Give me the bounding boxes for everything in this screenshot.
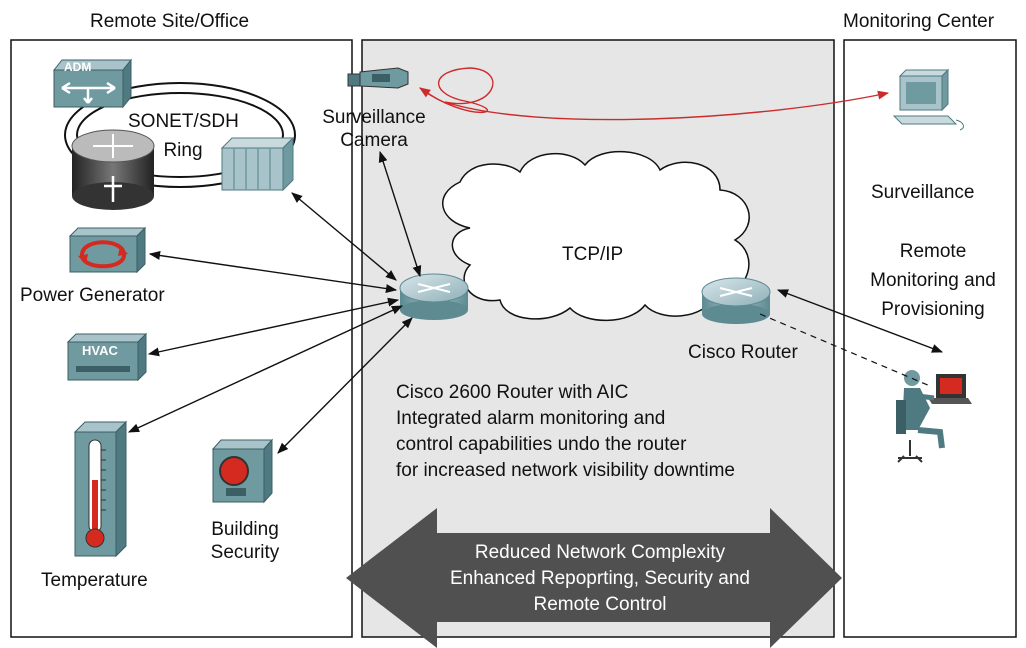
surveillance-label: Surveillance xyxy=(871,182,975,203)
operator-workstation-icon xyxy=(896,370,972,463)
description-line4: for increased network visibility downtim… xyxy=(396,460,735,481)
surveillance-monitor-icon xyxy=(892,68,964,131)
surveillance-camera-label: Surveillance Camera xyxy=(304,106,444,152)
dashed-link xyxy=(759,313,931,387)
cisco-router xyxy=(701,277,771,324)
tcpip-label: TCP/IP xyxy=(562,244,624,265)
adm-label: ADM xyxy=(64,60,92,74)
surveillance-camera-icon xyxy=(347,67,409,89)
camera-link-head xyxy=(419,87,433,98)
router-description: Cisco 2600 Router with AIC Integrated al… xyxy=(396,380,735,484)
description-line2: Integrated alarm monitoring and xyxy=(396,408,666,429)
camera-label-line2: Camera xyxy=(340,130,408,151)
security-label-line2: Security xyxy=(210,542,280,563)
alarm-links xyxy=(127,150,944,454)
ring-router-cylinder xyxy=(71,129,155,210)
cisco-router-label: Cisco Router xyxy=(688,342,798,363)
thermometer-icon xyxy=(73,420,128,558)
monitoring-center-panel xyxy=(843,39,1017,638)
power-generator-label: Power Generator xyxy=(20,285,165,306)
building-security-icon xyxy=(211,438,274,504)
remote-monitoring-line1: Remote xyxy=(899,241,967,262)
sonet-ring-inner xyxy=(76,92,284,178)
ring-label-line1: SONET/SDH xyxy=(128,111,239,132)
remote-site-title: Remote Site/Office xyxy=(90,11,250,32)
security-label-line1: Building xyxy=(211,519,279,540)
remote-monitoring-label: Remote Monitoring and Provisioning xyxy=(850,237,1016,324)
banner-line3: Remote Control xyxy=(533,594,667,615)
banner-line2: Enhanced Repoprting, Security and xyxy=(450,568,750,589)
ring-label: SONET/SDH Ring xyxy=(128,110,239,162)
power-generator-icon xyxy=(68,226,147,274)
banner-line1: Reduced Network Complexity xyxy=(474,542,726,563)
rack-device xyxy=(220,136,295,192)
ring-label-line2: Ring xyxy=(163,140,203,161)
monitoring-center-title: Monitoring Center xyxy=(843,11,995,32)
remote-monitoring-line3: Provisioning xyxy=(881,299,985,320)
cisco-2600-router xyxy=(399,273,469,320)
description-line1: Cisco 2600 Router with AIC xyxy=(396,382,629,403)
benefits-banner-text: Reduced Network Complexity Enhanced Repo… xyxy=(430,540,770,618)
description-line3: control capabilities undo the router xyxy=(396,434,687,455)
building-security-label: Building Security xyxy=(200,518,290,564)
camera-monitoring-link xyxy=(419,67,890,121)
hvac-label: HVAC xyxy=(82,343,118,358)
remote-monitoring-line2: Monitoring and xyxy=(870,270,996,291)
sonet-ring-outer xyxy=(64,82,296,188)
temperature-label: Temperature xyxy=(41,570,148,591)
benefits-double-arrow xyxy=(346,508,842,648)
camera-label-line1: Surveillance xyxy=(322,107,426,128)
tcpip-cloud xyxy=(442,151,750,322)
adm-device xyxy=(52,58,133,109)
